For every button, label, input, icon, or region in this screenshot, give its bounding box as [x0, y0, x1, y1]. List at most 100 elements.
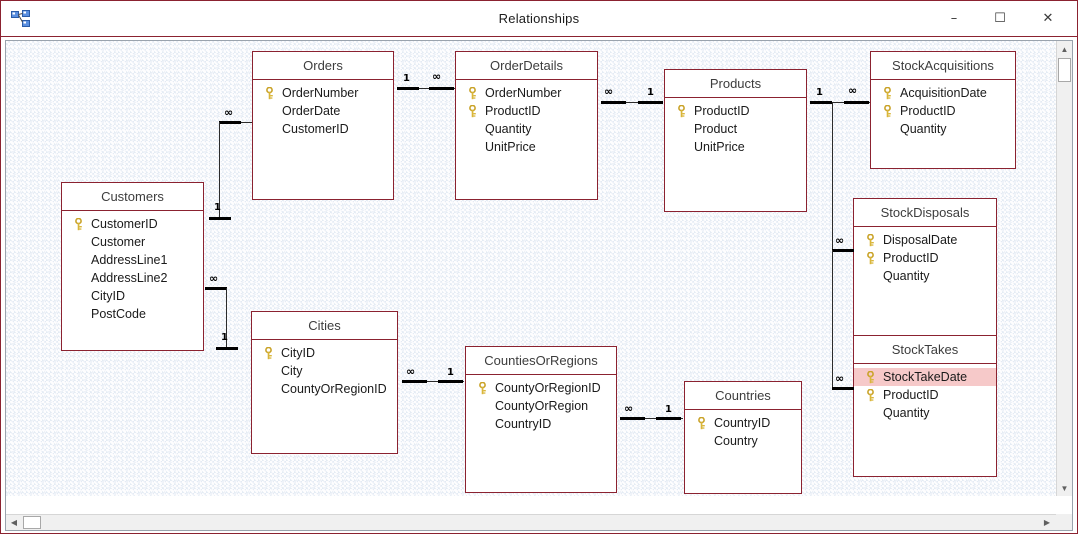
primary-key-icon	[866, 370, 875, 384]
field-row[interactable]: DisposalDate	[854, 231, 996, 249]
table-title-orders: Orders	[253, 52, 393, 80]
primary-key-icon	[74, 217, 83, 231]
field-name: StockTakeDate	[883, 370, 968, 384]
field-name: CustomerID	[91, 217, 158, 231]
field-name: OrderNumber	[282, 86, 359, 100]
field-name: OrderNumber	[485, 86, 562, 100]
minimize-button[interactable]: –	[931, 1, 977, 36]
field-row[interactable]: Product	[665, 120, 806, 138]
primary-key-icon	[478, 381, 487, 395]
field-row[interactable]: AcquisitionDate	[871, 84, 1015, 102]
field-row[interactable]: CountryID	[466, 415, 616, 433]
field-row[interactable]: City	[252, 362, 397, 380]
connector-line	[219, 122, 220, 218]
field-row[interactable]: ProductID	[854, 249, 996, 267]
field-row[interactable]: CityID	[62, 287, 203, 305]
field-row[interactable]: OrderNumber	[253, 84, 393, 102]
window-title: Relationships	[498, 11, 580, 26]
field-row[interactable]: PostCode	[62, 305, 203, 323]
connector-line	[601, 102, 663, 103]
primary-key-icon	[883, 104, 892, 118]
scrollbar-corner	[1056, 514, 1072, 530]
field-row[interactable]: CityID	[252, 344, 397, 362]
connector-line	[832, 250, 833, 389]
field-row[interactable]: OrderNumber	[456, 84, 597, 102]
field-name: CountyOrRegion	[495, 399, 589, 413]
field-row[interactable]: CustomerID	[253, 120, 393, 138]
field-name: OrderDate	[282, 104, 341, 118]
cardinality-label: 1	[447, 367, 454, 378]
field-row[interactable]: ProductID	[854, 386, 996, 404]
chevron-up-icon: ▲	[1060, 44, 1069, 54]
field-name: CountyOrRegionID	[281, 382, 387, 396]
horizontal-scrollbar[interactable]: ◀ ▶	[6, 514, 1072, 530]
horizontal-scroll-thumb[interactable]	[23, 516, 41, 529]
table-title-customers: Customers	[62, 183, 203, 211]
primary-key-icon	[265, 86, 274, 100]
field-row[interactable]: Quantity	[854, 267, 996, 285]
field-row[interactable]: Quantity	[854, 404, 996, 422]
field-row[interactable]: ProductID	[456, 102, 597, 120]
field-row[interactable]: UnitPrice	[456, 138, 597, 156]
primary-key-icon	[866, 388, 875, 402]
connector-endpoint	[601, 101, 626, 104]
vertical-scrollbar[interactable]: ▲ ▼	[1056, 41, 1072, 496]
connector-line	[620, 418, 683, 419]
field-name: Quantity	[883, 406, 930, 420]
field-row[interactable]: AddressLine2	[62, 269, 203, 287]
field-row[interactable]: Customer	[62, 233, 203, 251]
primary-key-icon	[677, 104, 686, 118]
field-row[interactable]: CountryID	[685, 414, 801, 432]
close-button[interactable]: ✕	[1025, 1, 1071, 36]
field-name: UnitPrice	[694, 140, 745, 154]
connector-line	[226, 288, 227, 348]
vertical-scroll-thumb[interactable]	[1058, 58, 1071, 82]
field-name: CountryID	[495, 417, 552, 431]
field-name: ProductID	[883, 388, 939, 402]
field-row[interactable]: CountyOrRegionID	[466, 379, 616, 397]
field-row[interactable]: CountyOrRegion	[466, 397, 616, 415]
maximize-button[interactable]: ☐	[977, 1, 1023, 36]
field-row[interactable]: CountyOrRegionID	[252, 380, 397, 398]
field-name: Country	[714, 434, 758, 448]
table-title-stocktakes: StockTakes	[854, 336, 996, 364]
field-list-countries: CountryID Country	[685, 410, 801, 450]
field-name: UnitPrice	[485, 140, 536, 154]
field-name: Customer	[91, 235, 146, 249]
field-row[interactable]: CustomerID	[62, 215, 203, 233]
scroll-up-button[interactable]: ▲	[1057, 41, 1072, 57]
scroll-left-button[interactable]: ◀	[6, 515, 22, 530]
field-row[interactable]: ProductID	[665, 102, 806, 120]
field-row[interactable]: Quantity	[456, 120, 597, 138]
primary-key-icon	[866, 233, 875, 247]
connector-endpoint	[656, 417, 681, 420]
field-row[interactable]: Country	[685, 432, 801, 450]
field-name: Quantity	[883, 269, 930, 283]
field-row[interactable]: Quantity	[871, 120, 1015, 138]
connector-line	[810, 102, 870, 103]
scroll-right-button[interactable]: ▶	[1039, 515, 1055, 530]
field-row[interactable]: AddressLine1	[62, 251, 203, 269]
cardinality-label: 1	[816, 87, 823, 98]
field-row[interactable]: OrderDate	[253, 102, 393, 120]
field-row[interactable]: StockTakeDate	[854, 368, 996, 386]
field-row[interactable]: ProductID	[871, 102, 1015, 120]
cardinality-label: 1	[647, 87, 654, 98]
field-row[interactable]: UnitPrice	[665, 138, 806, 156]
scroll-down-button[interactable]: ▼	[1057, 480, 1072, 496]
